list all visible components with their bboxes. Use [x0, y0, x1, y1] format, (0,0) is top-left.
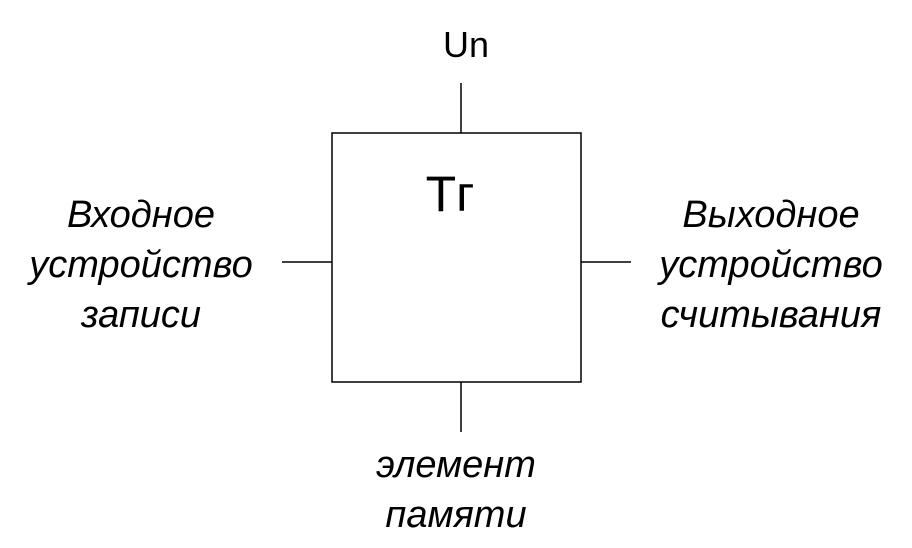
memory-label-line-2: памяти: [385, 494, 527, 536]
input-write-device-label: Входное устройство записи: [0, 190, 282, 340]
supply-voltage-label: Un: [442, 24, 490, 65]
output-label-line-3: считывания: [660, 294, 882, 336]
input-label-line-2: устройство: [29, 244, 253, 286]
memory-element-label: элемент памяти: [306, 440, 606, 540]
output-label-line-1: Выходное: [682, 194, 860, 236]
trigger-block-label: Tг: [425, 166, 475, 222]
input-label-line-3: записи: [80, 294, 202, 336]
memory-label-line-1: элемент: [376, 444, 536, 486]
trigger-block: [331, 132, 582, 383]
output-label-line-2: устройство: [659, 244, 883, 286]
output-read-device-label: Выходное устройство считывания: [630, 190, 912, 340]
input-label-line-1: Входное: [67, 194, 215, 236]
